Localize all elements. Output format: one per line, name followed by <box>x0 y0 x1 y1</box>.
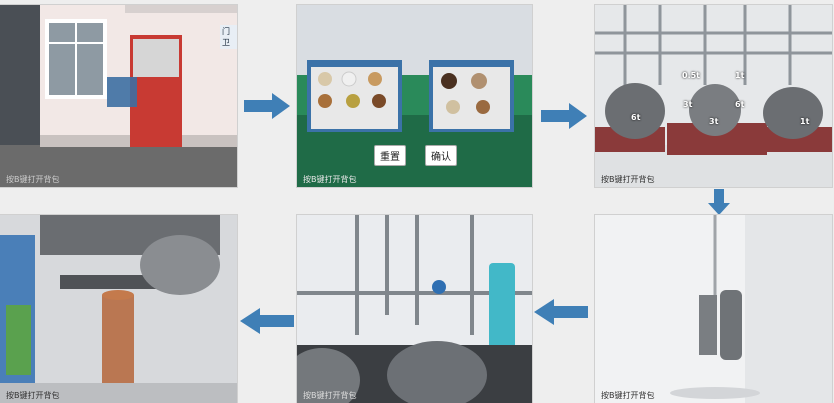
tanks-scene <box>595 5 832 187</box>
step5-panel: 按B键打开背包 <box>297 215 532 403</box>
tank-label: 1t <box>735 71 745 80</box>
confirm-button[interactable]: 确认 <box>425 145 457 166</box>
backpack-hint: 按B键打开背包 <box>303 391 357 400</box>
backpack-hint: 按B键打开背包 <box>6 175 60 184</box>
step4-panel: 按B键打开背包 <box>595 215 832 403</box>
step1-panel: 门卫 按B键打开背包 <box>0 5 237 187</box>
tank-label: 0.5t <box>682 71 700 80</box>
filter-scene <box>595 215 832 403</box>
door-sign: 门卫 <box>220 25 237 49</box>
backpack-hint: 按B键打开背包 <box>601 391 655 400</box>
step3-panel: 0.5t 1t 3t 6t 6t 3t 1t 按B键打开背包 <box>595 5 832 187</box>
step2-panel: 重置 确认 按B键打开背包 <box>297 5 532 187</box>
arrow-down-1 <box>708 189 730 215</box>
backpack-hint: 按B键打开背包 <box>601 175 655 184</box>
backpack-hint: 按B键打开背包 <box>6 391 60 400</box>
tank-label: 1t <box>800 117 810 126</box>
tank-label: 6t <box>735 100 745 109</box>
arrow-left-2 <box>240 308 294 334</box>
selection-scene <box>297 5 532 187</box>
arrow-right-1 <box>244 93 290 119</box>
step6-panel: 按B键打开背包 <box>0 215 237 403</box>
backpack-hint: 按B键打开背包 <box>303 175 357 184</box>
tank-label: 3t <box>709 117 719 126</box>
arrow-left-1 <box>534 299 588 325</box>
tank-label: 6t <box>631 113 641 122</box>
piping-scene <box>297 215 532 403</box>
tank-label: 3t <box>683 100 693 109</box>
arrow-right-2 <box>541 103 587 129</box>
concentrator-scene <box>0 215 237 403</box>
building-scene <box>0 5 237 187</box>
reset-button[interactable]: 重置 <box>374 145 406 166</box>
